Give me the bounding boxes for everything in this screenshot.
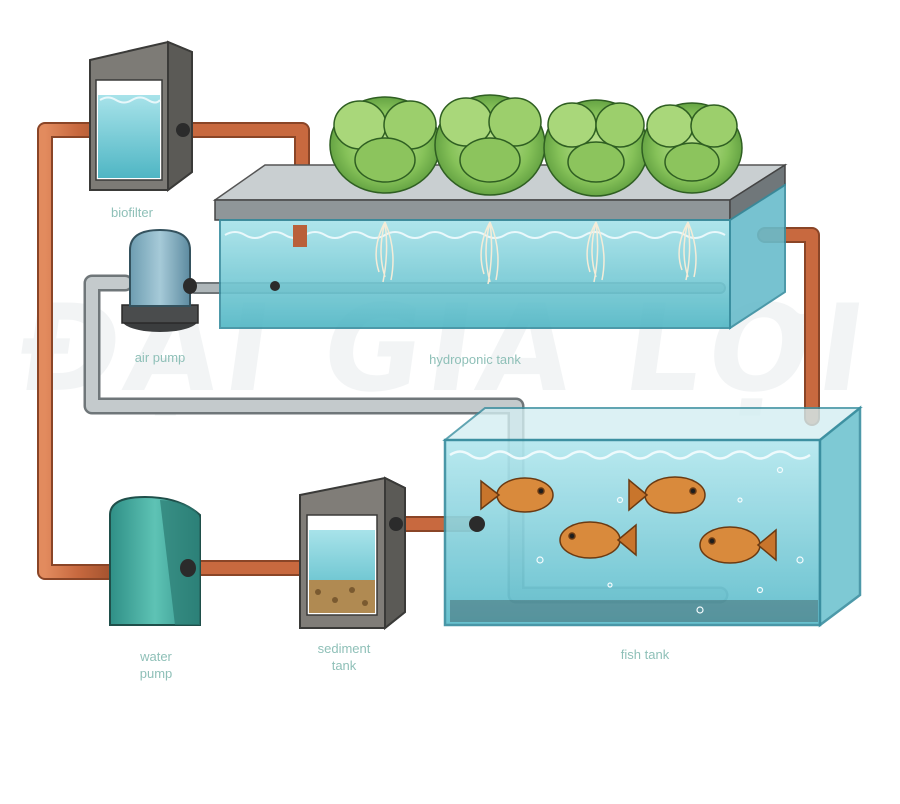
water-pump-label-line2: pump bbox=[139, 666, 173, 681]
air-pump-label: air pump bbox=[134, 350, 186, 365]
water-pump-label-line1: water bbox=[140, 649, 172, 664]
fish-group bbox=[480, 476, 777, 564]
fish-tank-label: fish tank bbox=[620, 647, 670, 662]
lettuce-1 bbox=[329, 96, 441, 194]
water-pump-label: water pump bbox=[120, 648, 192, 682]
sediment-tank-label: sediment tank bbox=[306, 640, 382, 674]
fish-tank bbox=[442, 405, 863, 628]
biofilter bbox=[89, 40, 193, 192]
lettuce-2 bbox=[434, 94, 546, 196]
hydroponic-tank-label: hydroponic tank bbox=[429, 352, 521, 367]
fish-1 bbox=[480, 477, 554, 513]
air-pump bbox=[121, 228, 199, 332]
sediment-tank-label-line2: tank bbox=[331, 658, 357, 673]
fish-3 bbox=[559, 521, 637, 559]
lettuce-plants bbox=[329, 94, 743, 197]
lettuce-3 bbox=[543, 99, 649, 197]
water-pump bbox=[109, 495, 201, 626]
fish-2 bbox=[628, 476, 706, 514]
lettuce-4 bbox=[641, 102, 743, 194]
sediment-tank-label-line1: sediment bbox=[317, 641, 371, 656]
fish-4 bbox=[699, 526, 777, 564]
sediment-tank bbox=[299, 476, 406, 631]
biofilter-label: biofilter bbox=[111, 205, 153, 220]
